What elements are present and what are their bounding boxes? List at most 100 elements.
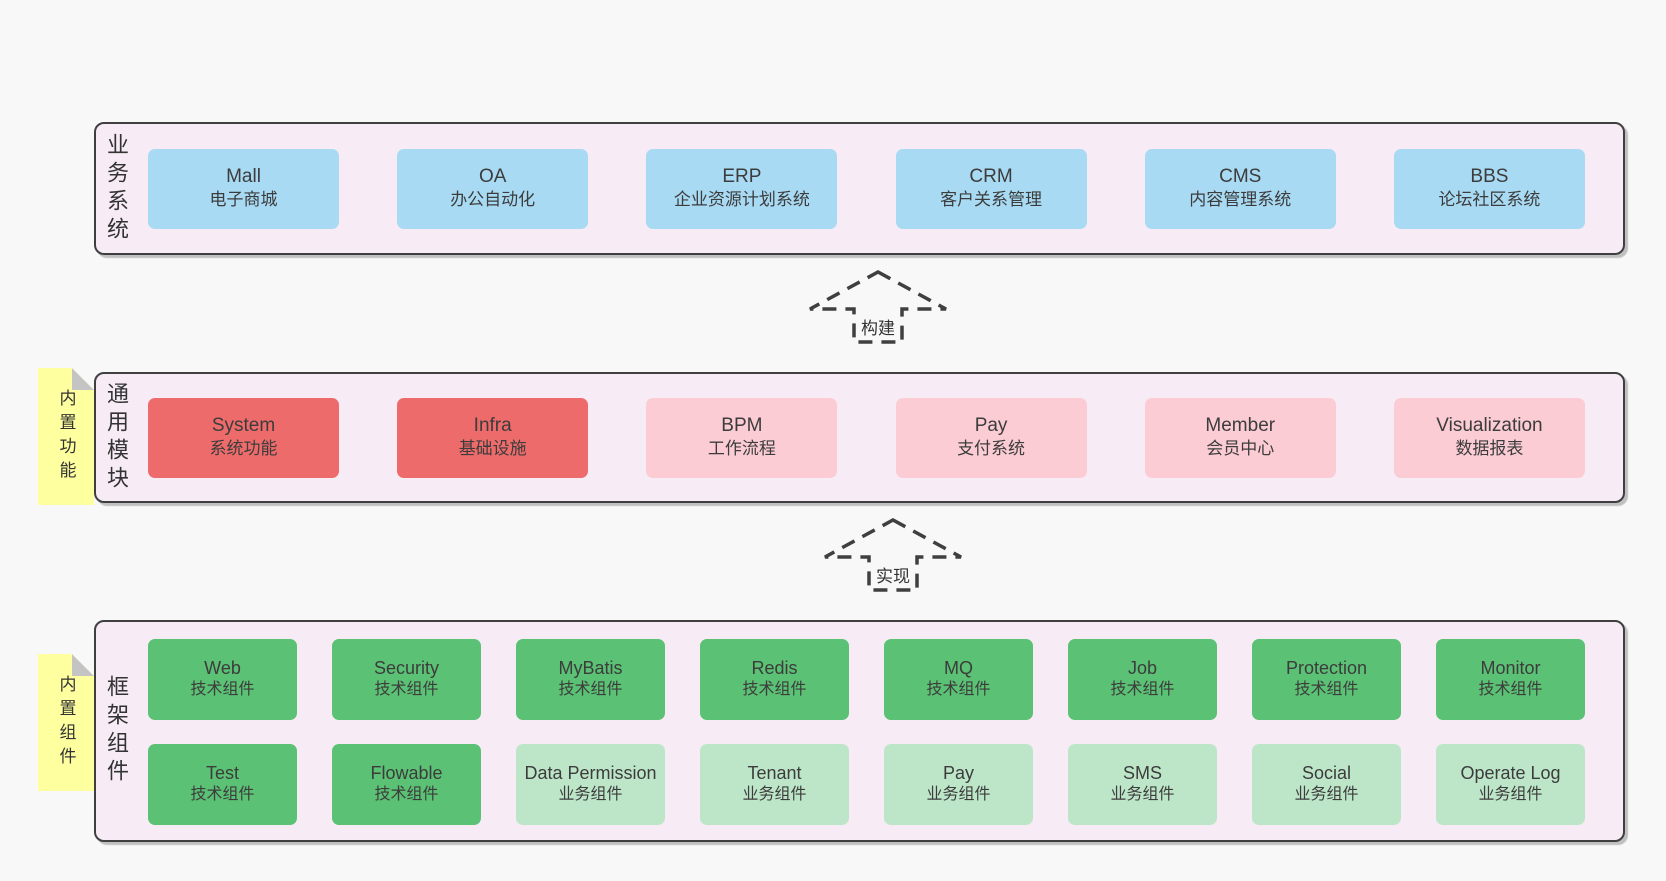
box-cms: CMS 内容管理系统: [1144, 148, 1336, 229]
box-subtitle: 技术组件: [190, 680, 255, 698]
box-title: Pay: [942, 763, 975, 784]
sticky-note-text: 内置功能: [56, 388, 76, 485]
box-subtitle: 支付系统: [957, 439, 1026, 459]
box-pay: Pay 支付系统: [895, 397, 1087, 478]
layer-framework-components: 框架组件 Web 技术组件 Security 技术组件 MyBatis 技术组件…: [94, 620, 1625, 842]
components-box-row-2: Test 技术组件 Flowable 技术组件 Data Permission …: [148, 744, 1585, 825]
box-title: Visualization: [1436, 414, 1543, 436]
build-arrow-label: 构建: [858, 313, 898, 340]
box-infra: Infra 基础设施: [397, 397, 589, 478]
box-title: Redis: [751, 658, 798, 679]
box-title: Job: [1127, 658, 1158, 679]
box-subtitle: 客户关系管理: [940, 190, 1043, 210]
box-subtitle: 技术组件: [374, 785, 439, 803]
box-subtitle: 技术组件: [190, 785, 255, 803]
box-title: BPM: [721, 414, 763, 436]
box-title: Protection: [1285, 658, 1368, 679]
folded-corner-icon: [72, 368, 94, 390]
components-box-row-1: Web 技术组件 Security 技术组件 MyBatis 技术组件 Redi…: [148, 639, 1585, 720]
box-erp: ERP 企业资源计划系统: [646, 148, 838, 229]
box-title: Pay: [974, 414, 1008, 436]
box-title: MQ: [944, 658, 973, 679]
box-subtitle: 业务组件: [926, 785, 991, 803]
box-title: CMS: [1219, 165, 1262, 187]
box-subtitle: 技术组件: [926, 680, 991, 698]
box-mall: Mall 电子商城: [148, 148, 339, 229]
box-title: Monitor: [1480, 658, 1541, 679]
box-web: Web 技术组件: [148, 639, 297, 720]
box-sms: SMS 业务组件: [1068, 744, 1217, 825]
box-visualization: Visualization 数据报表: [1393, 397, 1585, 478]
box-subtitle: 业务组件: [742, 785, 807, 803]
box-title: MyBatis: [558, 658, 623, 679]
sticky-note-builtin-features: 内置功能: [38, 368, 94, 505]
box-title: Operate Log: [1460, 763, 1561, 784]
implement-arrow-icon: 实现: [820, 517, 966, 593]
box-subtitle: 技术组件: [374, 680, 439, 698]
box-bbs: BBS 论坛社区系统: [1393, 148, 1585, 229]
box-subtitle: 技术组件: [558, 680, 623, 698]
box-subtitle: 技术组件: [1294, 680, 1359, 698]
box-tenant: Tenant 业务组件: [700, 744, 849, 825]
box-member: Member 会员中心: [1144, 397, 1336, 478]
box-subtitle: 技术组件: [742, 680, 807, 698]
layer-label-business-systems: 业务系统: [104, 132, 129, 245]
box-subtitle: 企业资源计划系统: [673, 190, 810, 210]
box-bpm: BPM 工作流程: [646, 397, 838, 478]
box-title: ERP: [722, 165, 762, 187]
box-test: Test 技术组件: [148, 744, 297, 825]
box-title: Test: [205, 763, 239, 784]
box-subtitle: 内容管理系统: [1189, 190, 1292, 210]
business-box-row: Mall 电子商城 OA 办公自动化 ERP 企业资源计划系统 CRM 客户关系…: [148, 148, 1585, 229]
box-security: Security 技术组件: [332, 639, 481, 720]
box-data-permission: Data Permission 业务组件: [516, 744, 665, 825]
modules-box-row: System 系统功能 Infra 基础设施 BPM 工作流程 Pay 支付系统…: [148, 397, 1585, 478]
box-subtitle: 办公自动化: [450, 190, 536, 210]
layer-label-framework-components: 框架组件: [104, 675, 129, 787]
layer-label-common-modules: 通用模块: [104, 381, 129, 494]
box-subtitle: 论坛社区系统: [1438, 190, 1541, 210]
box-title: Flowable: [370, 763, 443, 784]
box-redis: Redis 技术组件: [700, 639, 849, 720]
box-subtitle: 技术组件: [1478, 680, 1543, 698]
box-title: Tenant: [747, 763, 802, 784]
box-title: BBS: [1470, 165, 1509, 187]
box-title: SMS: [1122, 763, 1162, 784]
box-protection: Protection 技术组件: [1252, 639, 1401, 720]
box-subtitle: 系统功能: [209, 439, 278, 459]
layer-common-modules: 通用模块 System 系统功能 Infra 基础设施 BPM 工作流程 Pay…: [94, 372, 1625, 503]
folded-corner-icon: [72, 654, 94, 676]
box-subtitle: 业务组件: [1294, 785, 1359, 803]
box-oa: OA 办公自动化: [397, 148, 589, 229]
box-title: Infra: [473, 414, 512, 436]
box-title: Social: [1301, 763, 1352, 784]
box-title: Web: [204, 658, 241, 679]
box-title: Mall: [226, 165, 261, 187]
box-subtitle: 会员中心: [1206, 439, 1275, 459]
box-subtitle: 业务组件: [1110, 785, 1175, 803]
implement-arrow-label: 实现: [873, 561, 913, 588]
box-subtitle: 业务组件: [558, 785, 623, 803]
box-title: Data Permission: [524, 763, 657, 784]
box-operate-log: Operate Log 业务组件: [1436, 744, 1585, 825]
sticky-note-text: 内置组件: [56, 674, 76, 771]
box-mq: MQ 技术组件: [884, 639, 1033, 720]
box-social: Social 业务组件: [1252, 744, 1401, 825]
box-monitor: Monitor 技术组件: [1436, 639, 1585, 720]
box-title: Member: [1205, 414, 1276, 436]
box-pay-business: Pay 业务组件: [884, 744, 1033, 825]
box-crm: CRM 客户关系管理: [895, 148, 1087, 229]
box-subtitle: 电子商城: [209, 190, 278, 210]
sticky-note-builtin-components: 内置组件: [38, 654, 94, 791]
box-title: Security: [373, 658, 440, 679]
box-job: Job 技术组件: [1068, 639, 1217, 720]
box-subtitle: 数据报表: [1455, 439, 1524, 459]
box-mybatis: MyBatis 技术组件: [516, 639, 665, 720]
box-title: OA: [478, 165, 507, 187]
box-system: System 系统功能: [148, 397, 339, 478]
build-arrow-icon: 构建: [805, 269, 951, 345]
box-subtitle: 业务组件: [1478, 785, 1543, 803]
box-subtitle: 技术组件: [1110, 680, 1175, 698]
box-flowable: Flowable 技术组件: [332, 744, 481, 825]
box-subtitle: 工作流程: [707, 439, 776, 459]
